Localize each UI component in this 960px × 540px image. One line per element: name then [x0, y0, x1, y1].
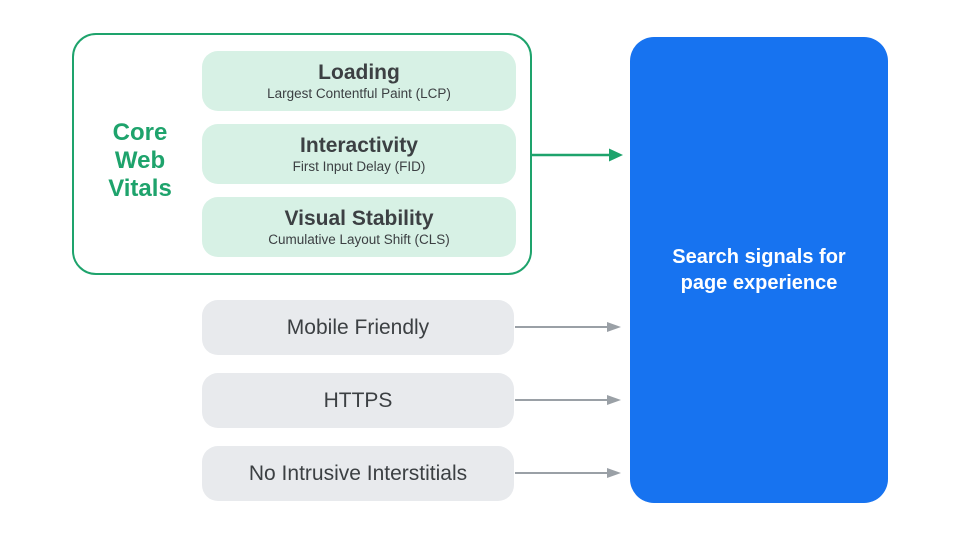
metric-title-loading: Loading [318, 60, 400, 84]
signal-pill-mobile-friendly: Mobile Friendly [202, 300, 514, 355]
metric-title-interactivity: Interactivity [300, 133, 418, 157]
core-web-vitals-label: Core Web Vitals [108, 119, 172, 202]
no-intrusive-interstitials-arrow-icon [515, 468, 621, 478]
search-signals-label: Search signals for page experience [672, 246, 846, 294]
core-web-vitals-arrow-icon [531, 148, 623, 162]
metric-pill-visual-stability: Visual Stability Cumulative Layout Shift… [202, 197, 516, 257]
signal-label-no-intrusive-interstitials: No Intrusive Interstitials [248, 461, 468, 485]
signal-label-https: HTTPS [323, 388, 393, 412]
signal-pill-https: HTTPS [202, 373, 514, 428]
signal-pill-no-intrusive-interstitials: No Intrusive Interstitials [202, 446, 514, 501]
metric-title-visual-stability: Visual Stability [284, 206, 434, 230]
metric-pill-interactivity: Interactivity First Input Delay (FID) [202, 124, 516, 184]
signal-label-mobile-friendly: Mobile Friendly [286, 315, 430, 339]
search-signals-box: Search signals for page experience [630, 37, 888, 503]
metric-pill-loading: Loading Largest Contentful Paint (LCP) [202, 51, 516, 111]
metric-subtitle-fid: First Input Delay (FID) [292, 158, 426, 174]
mobile-friendly-arrow-icon [515, 322, 621, 332]
https-arrow-icon [515, 395, 621, 405]
metric-subtitle-cls: Cumulative Layout Shift (CLS) [268, 231, 450, 247]
metric-subtitle-lcp: Largest Contentful Paint (LCP) [267, 85, 451, 101]
